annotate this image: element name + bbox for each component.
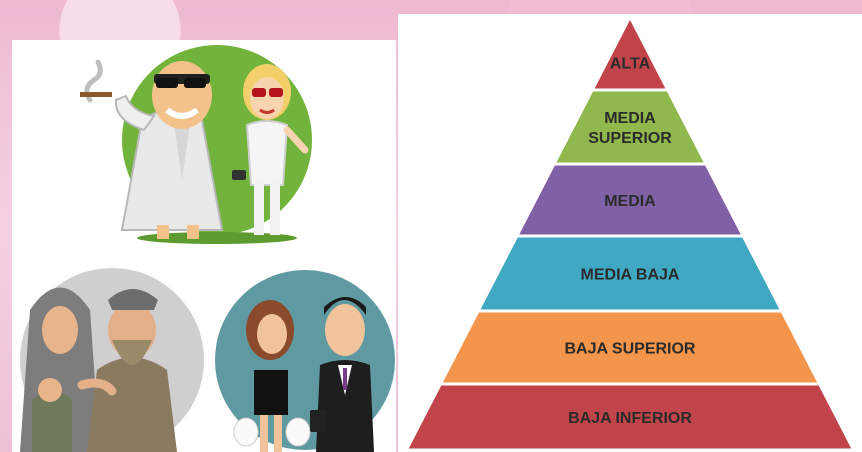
social-class-pyramid: ALTA MEDIA SUPERIOR MEDIA MEDIA BAJA BAJA SUP… [408,20,852,449]
pyramid-panel: ALTA MEDIA SUPERIOR MEDIA MEDIA BAJA BAJA SUP… [398,14,862,452]
pyramid-tier-label-4-0: BAJA SUPERIOR [565,341,696,358]
pyramid-tier-label-1-1: SUPERIOR [588,130,672,147]
poor-couple-illustration [20,268,204,452]
pyramid-tier-label-2-0: MEDIA [604,193,656,210]
pyramid-tier-label-5-0: BAJA INFERIOR [568,410,692,427]
rich-couple-illustration [80,45,312,244]
middle-class-couple-illustration [215,270,395,452]
pyramid-tier-5 [408,385,852,449]
pyramid-tier-2 [519,165,741,235]
pyramid-tier-3 [480,237,780,310]
pyramid-tier-label-0-0: ALTA [610,55,651,72]
pyramid-tier-1 [556,91,704,163]
illustrations-panel [12,40,396,452]
pyramid-tier-4 [442,312,818,383]
pyramid-tier-label-3-0: MEDIA BAJA [581,267,680,284]
pyramid-tier-0 [594,20,666,89]
pyramid-tier-label-1-0: MEDIA [604,110,656,127]
